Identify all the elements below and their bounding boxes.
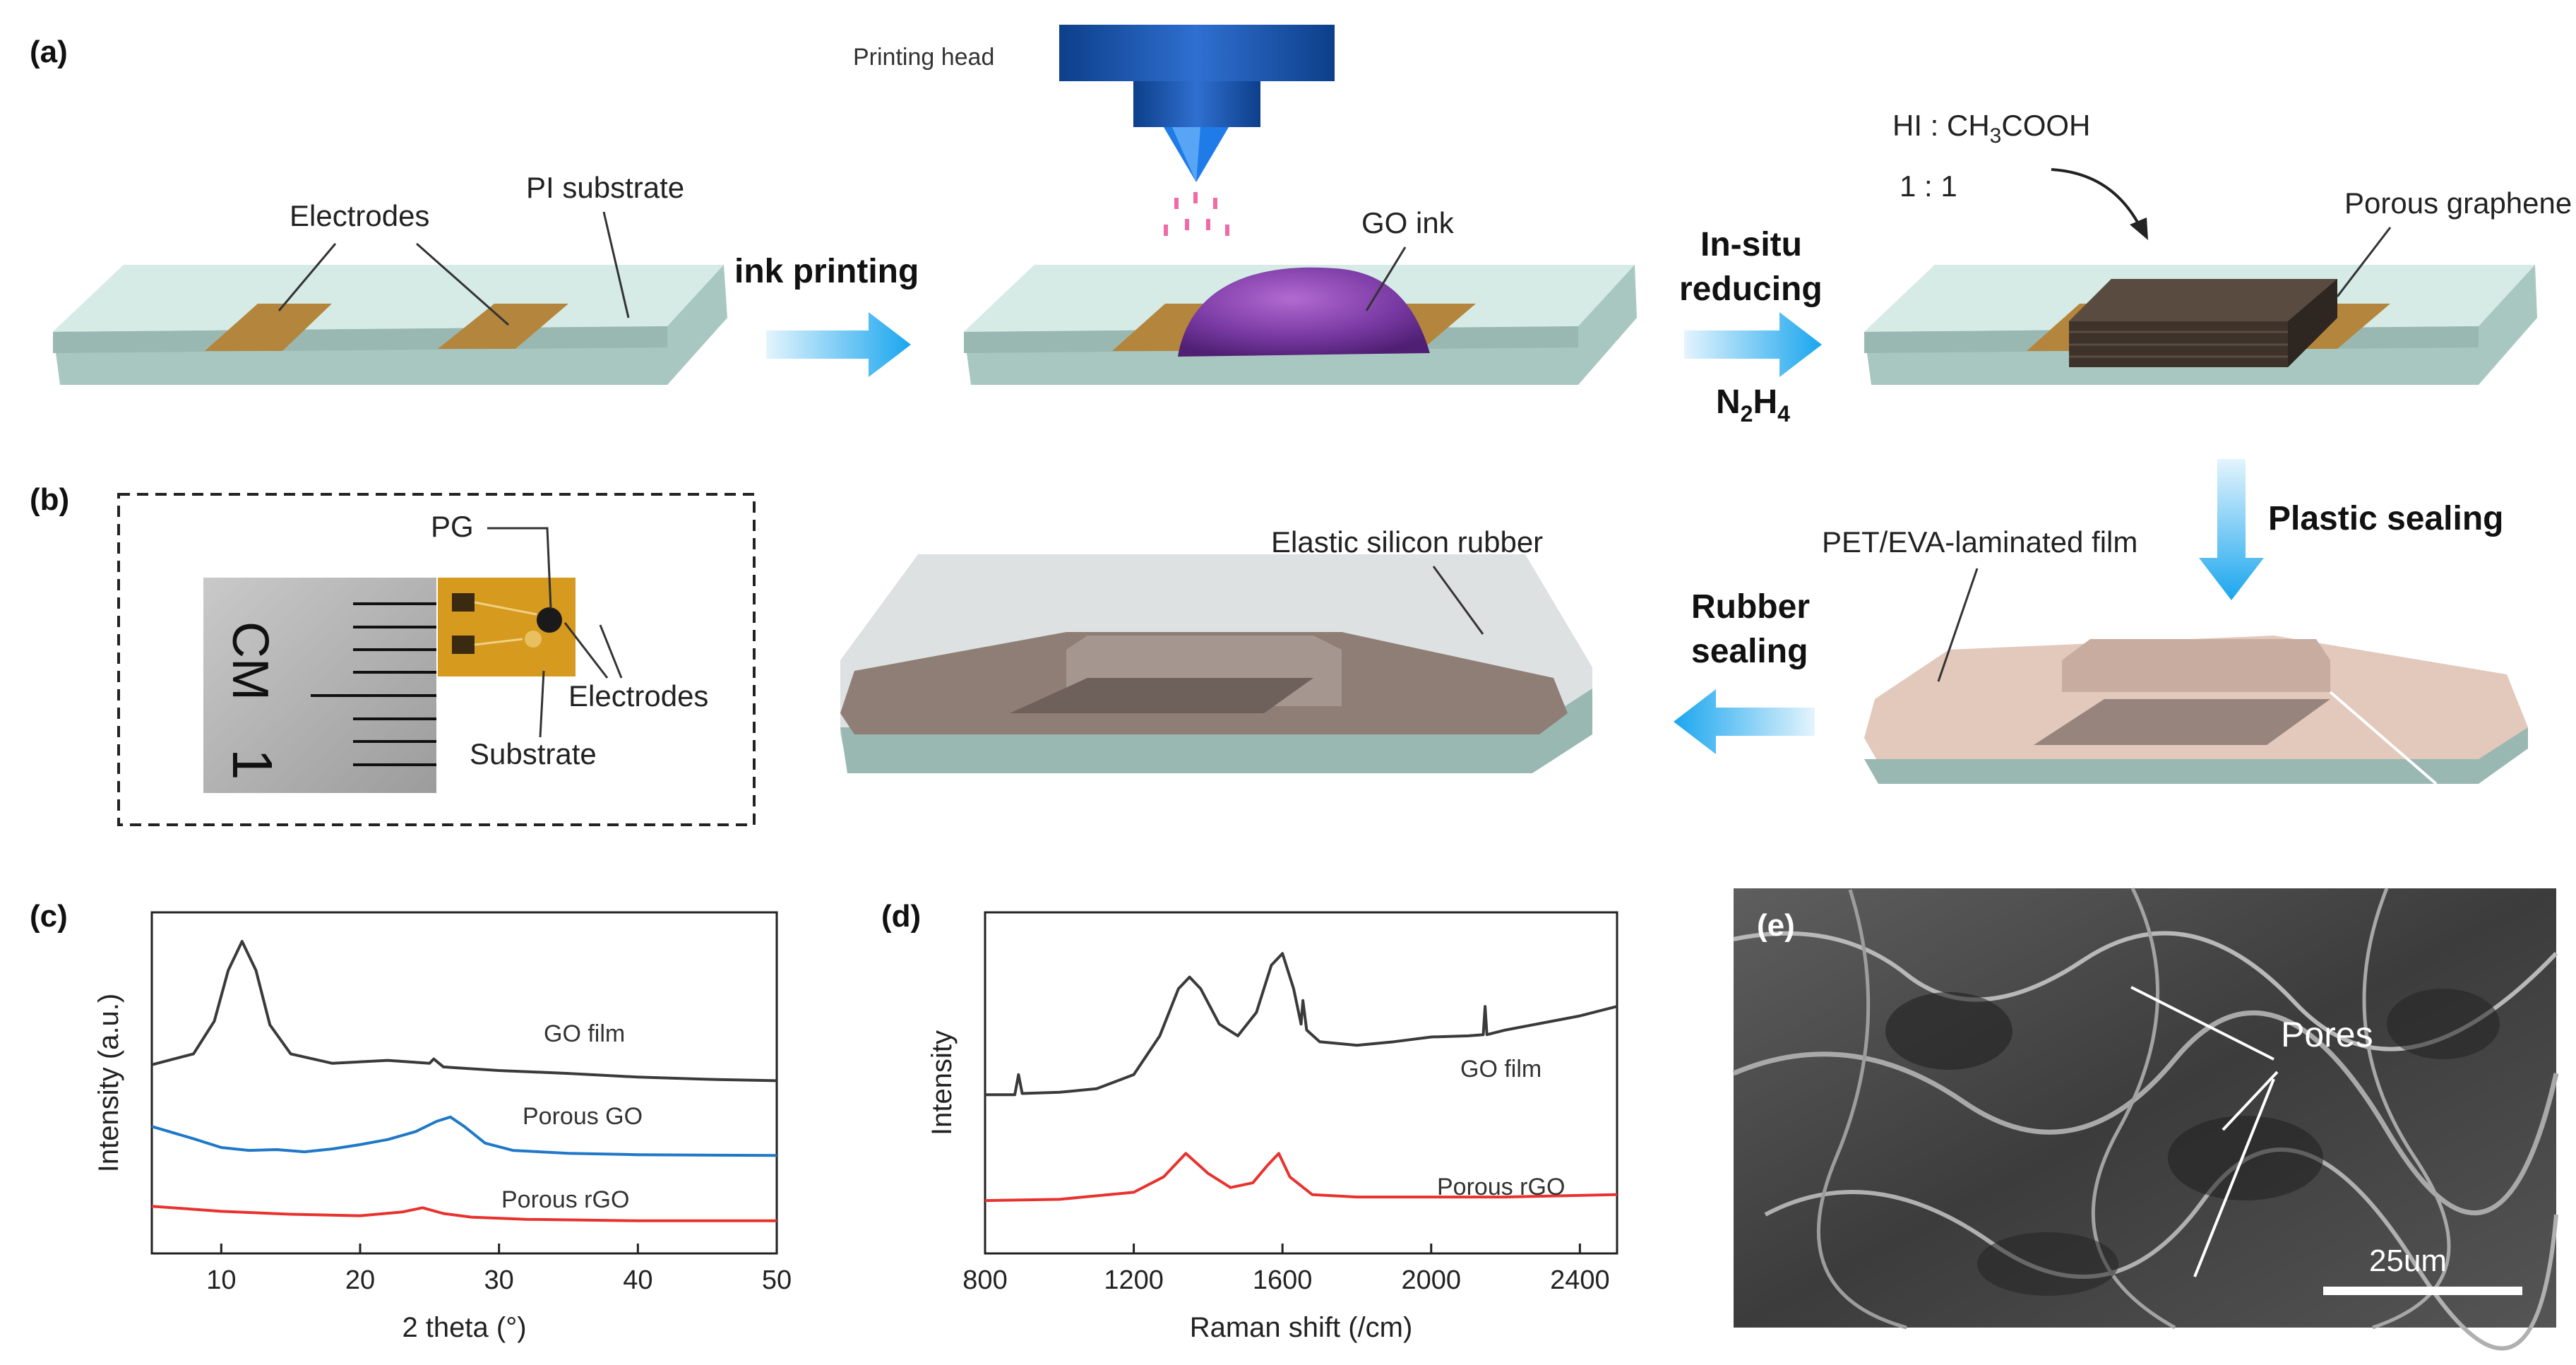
label-rubber: Rubber	[1691, 588, 1810, 626]
label-electrodes-a: Electrodes	[290, 199, 429, 232]
x-tick-label: 2400	[1550, 1265, 1610, 1295]
x-tick-label: 40	[623, 1265, 652, 1295]
sensor-chip-photo	[438, 578, 576, 676]
x-tick-label: 20	[345, 1265, 375, 1295]
porous-graphene-block	[2069, 279, 2337, 367]
panel-label-b: (b)	[30, 482, 69, 517]
label-pores: Pores	[2281, 1015, 2373, 1054]
scale-bar	[2323, 1287, 2522, 1295]
rubber-sealed-device	[840, 554, 1592, 773]
label-hi-ch3cooh: HI : CH3COOH	[1892, 109, 2090, 148]
chart-c: 10 20 30 40 50 2 theta (°) Intensity (a.u.) GO …	[93, 911, 792, 1343]
x-axis-label: Raman shift (/cm)	[1190, 1312, 1413, 1343]
x-tick-label: 1600	[1253, 1265, 1313, 1295]
label-pi-substrate: PI substrate	[526, 171, 684, 204]
y-axis-label: Intensity (a.u.)	[93, 994, 124, 1172]
x-axis-label: 2 theta (°)	[402, 1312, 526, 1343]
ruler-photo: CM 1	[203, 578, 436, 793]
sem-image	[1732, 887, 2559, 1351]
arrow-ink-printing	[766, 312, 911, 377]
series-line-go-film	[151, 940, 777, 1083]
panel-label-d: (d)	[881, 899, 921, 934]
series-line-porous-rgo	[984, 1152, 1618, 1203]
series-line-porous-go	[151, 1115, 777, 1157]
x-tick-label: 800	[962, 1265, 1007, 1295]
series-label: Porous rGO	[501, 1186, 629, 1213]
series-label: GO film	[544, 1020, 625, 1047]
ruler-number: 1	[221, 749, 284, 780]
arrow-plastic-sealing	[2199, 459, 2264, 600]
inset-photo-frame	[117, 493, 756, 826]
x-tick-label: 2000	[1401, 1265, 1461, 1295]
x-tick-label: 1200	[1104, 1265, 1164, 1295]
plot-frame	[984, 911, 1618, 1255]
label-porous-graphene: Porous graphene	[2344, 186, 2572, 220]
pi-substrate-1	[53, 265, 727, 385]
label-in-situ: In-situ	[1700, 226, 1802, 263]
x-tick-label: 30	[484, 1265, 514, 1295]
label-plastic-sealing: Plastic sealing	[2268, 500, 2504, 537]
panel-label-a: (a)	[30, 35, 68, 69]
panel-label-e: (e)	[1757, 908, 1795, 943]
printing-head	[1059, 25, 1335, 182]
y-axis-label: Intensity	[926, 1030, 958, 1135]
label-ratio: 1 : 1	[1900, 169, 1957, 203]
pores-indicator	[2130, 986, 2279, 1277]
series-line-porous-rgo	[151, 1205, 777, 1222]
arrow-in-situ	[1684, 312, 1822, 377]
series-label: Porous rGO	[1437, 1174, 1565, 1200]
ink-droplets	[1164, 192, 1229, 236]
label-sealing: sealing	[1691, 633, 1808, 670]
go-ink-dome	[1178, 267, 1430, 357]
label-reducing: reducing	[1679, 270, 1823, 308]
panel-label-c: (c)	[30, 899, 68, 934]
series-label: Porous GO	[523, 1103, 643, 1130]
electrode-left-1	[205, 304, 332, 351]
plot-frame	[150, 911, 778, 1255]
x-tick-label: 50	[762, 1265, 792, 1295]
label-elastic-silicon-rubber: Elastic silicon rubber	[1271, 525, 1543, 559]
arrow-rubber-sealing	[1674, 689, 1815, 754]
label-pet-eva-film: PET/EVA-laminated film	[1822, 525, 2137, 559]
series-line-go-film	[985, 952, 1618, 1097]
label-ink-printing: ink printing	[734, 253, 919, 290]
label-printing-head: Printing head	[853, 44, 994, 71]
series-label: GO film	[1460, 1056, 1542, 1083]
label-substrate: Substrate	[470, 737, 597, 770]
label-n2h4: N2H4	[1716, 383, 1790, 427]
label-electrodes-b: Electrodes	[568, 679, 708, 713]
label-go-ink: GO ink	[1361, 206, 1455, 239]
pet-laminated-device	[1864, 636, 2528, 785]
ruler-unit: CM	[222, 621, 278, 701]
electrode-right-1	[438, 304, 568, 349]
x-tick-label: 10	[206, 1265, 236, 1295]
label-pg: PG	[431, 510, 474, 543]
scale-label: 25um	[2369, 1244, 2447, 1278]
